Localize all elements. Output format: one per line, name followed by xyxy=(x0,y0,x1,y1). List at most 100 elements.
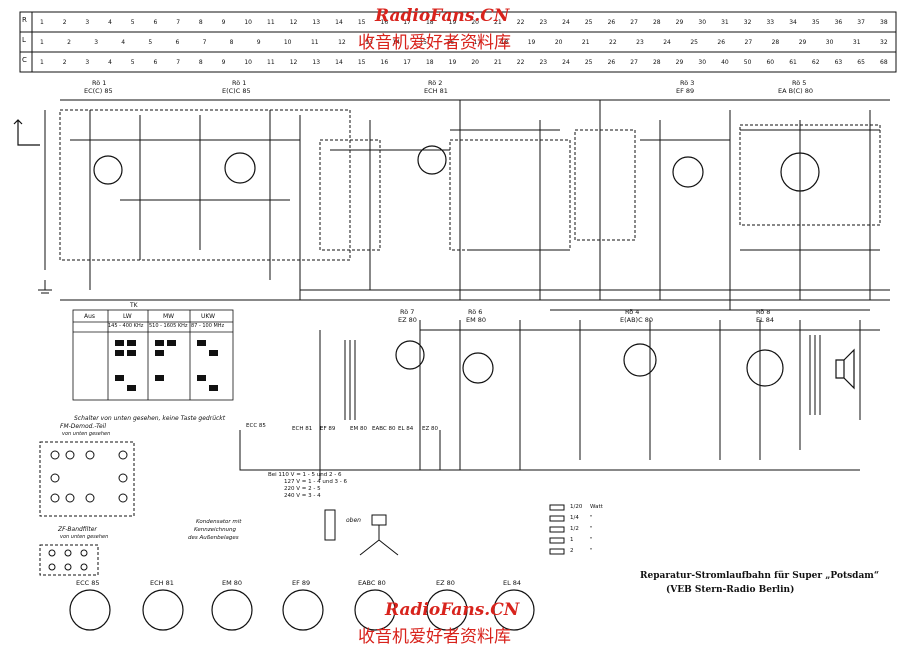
heater-tube-6: EL 84 xyxy=(398,426,414,432)
scale-r-number: 1 xyxy=(40,19,44,26)
tube-type-ro5: EA B(C) 80 xyxy=(778,87,814,95)
legend-watt-1: 1/20 xyxy=(570,504,583,510)
schematic-wiring xyxy=(44,99,890,480)
tube-ro5 xyxy=(780,152,820,192)
scale-r-number: 35 xyxy=(811,19,820,26)
tube-type-ro7: EZ 80 xyxy=(398,316,417,324)
switch-table-grid xyxy=(72,309,234,401)
switch-col-ukw: UKW xyxy=(201,313,216,320)
tube-ro3 xyxy=(672,156,704,188)
scale-l-number: 1 xyxy=(40,39,44,46)
component-scale-strip xyxy=(19,11,897,73)
scale-c-number: 20 xyxy=(471,59,479,66)
scale-c-number: 6 xyxy=(153,59,158,66)
tube-label-ro1b: Rö 1 xyxy=(232,79,247,87)
legend-watt-3: 1/2 xyxy=(570,526,579,532)
scale-c-number: 13 xyxy=(312,59,321,66)
scale-l-number: 13 xyxy=(365,39,373,46)
scale-c-number: 1 xyxy=(40,59,44,66)
socket-label-4: EF 89 xyxy=(292,579,311,587)
scale-r-number: 32 xyxy=(743,19,752,26)
legend-label-4: " xyxy=(590,537,593,543)
scale-r-number: 36 xyxy=(834,19,843,26)
scale-l-number: 9 xyxy=(256,39,261,46)
switch-col-mw: MW xyxy=(163,313,175,320)
legend-watt-5: 2 xyxy=(570,548,574,554)
scale-c-number: 60 xyxy=(766,59,775,66)
tube-label-ro7: Rö 7 xyxy=(400,308,415,316)
scale-c-number: 30 xyxy=(698,59,707,66)
legend-watt-2: 1/4 xyxy=(570,515,579,521)
tube-label-ro8: Rö 8 xyxy=(756,308,771,316)
scale-c-number: 21 xyxy=(494,59,502,66)
switch-range-mw: 510 - 1605 KHz xyxy=(149,323,188,329)
scale-r-number: 5 xyxy=(130,19,135,26)
scale-r-number: 14 xyxy=(335,19,343,26)
scale-l-number: 15 xyxy=(419,39,427,46)
heater-tube-3: EF 89 xyxy=(320,426,336,432)
heater-line-4: 240 V = 3 - 4 xyxy=(284,493,321,499)
scale-c-number: 15 xyxy=(357,59,366,66)
scale-l-number: 29 xyxy=(798,39,807,46)
scale-r-number: 25 xyxy=(584,19,593,26)
watermark-slogan-bottom: 收音机爱好者资料库 xyxy=(358,627,511,647)
scale-c-number: 17 xyxy=(403,59,411,66)
scale-frame xyxy=(19,11,897,73)
scale-l-number: 12 xyxy=(338,39,346,46)
switch-col-lw: LW xyxy=(123,313,132,320)
socket-label-1: ECC 85 xyxy=(76,579,100,587)
scale-l-number: 7 xyxy=(202,39,207,46)
tube-ro4 xyxy=(623,343,657,377)
scale-row-l: L xyxy=(22,36,26,44)
scale-c-number: 22 xyxy=(516,59,525,66)
scale-l-number: 21 xyxy=(581,39,590,46)
scale-c-number: 68 xyxy=(880,59,888,66)
scale-r-number: 17 xyxy=(403,19,411,26)
watermark-slogan-top: 收音机爱好者资料库 xyxy=(358,33,511,53)
scale-l-number: 2 xyxy=(67,39,71,46)
scale-c-number: 40 xyxy=(721,59,729,66)
scale-r-number: 37 xyxy=(857,19,865,26)
scale-row-c: C xyxy=(22,56,27,64)
switch-table-caption: Schalter von unten gesehen, keine Taste … xyxy=(74,415,226,422)
scale-l-number: 30 xyxy=(825,39,834,46)
scale-c-number: 10 xyxy=(244,59,252,66)
scale-r-number: 24 xyxy=(562,19,570,26)
heater-line-3: 220 V = 2 - 5 xyxy=(284,486,321,492)
watermark-site-bottom: RadioFans.CN xyxy=(385,600,520,620)
scale-c-number: 50 xyxy=(743,59,752,66)
scale-r-number: 2 xyxy=(62,19,67,26)
scale-r-number: 12 xyxy=(289,19,298,26)
scale-r-number: 15 xyxy=(357,19,366,26)
scale-r-number: 4 xyxy=(108,19,112,26)
tube-ro1b xyxy=(224,152,256,184)
scale-c-number: 4 xyxy=(108,59,112,66)
scale-l-number: 32 xyxy=(880,39,888,46)
scale-c-number: 25 xyxy=(584,59,593,66)
scale-l-number: 3 xyxy=(94,39,99,46)
socket-label-3: EM 80 xyxy=(222,579,243,587)
scale-c-number: 7 xyxy=(176,59,181,66)
tube-ro6 xyxy=(462,352,494,384)
scale-r-number: 20 xyxy=(471,19,479,26)
scale-c-number: 2 xyxy=(62,59,67,66)
scale-c-number: 16 xyxy=(380,59,389,66)
scale-c-number: 9 xyxy=(221,59,226,66)
scale-r-number: 28 xyxy=(652,19,661,26)
fm-demod-diagram xyxy=(39,441,135,517)
tube-type-ro1: EC(C) 85 xyxy=(84,87,113,95)
scale-l-number: 26 xyxy=(717,39,726,46)
tube-label-ro1: Rö 1 xyxy=(92,79,107,87)
diagram-maker: (VEB Stern-Radio Berlin) xyxy=(666,585,795,595)
scale-l-number: 22 xyxy=(609,39,617,46)
scale-c-number: 62 xyxy=(811,59,820,66)
legend-watt-4: 1 xyxy=(570,537,574,543)
fm-demod-sub: von unten gesehen xyxy=(62,431,111,437)
scale-c-number: 65 xyxy=(857,59,865,66)
scale-l-number: 16 xyxy=(446,39,455,46)
scale-r-number: 31 xyxy=(721,19,729,26)
legend-label-2: " xyxy=(590,515,593,521)
scale-r-number: 26 xyxy=(607,19,616,26)
tube-ro8 xyxy=(746,349,784,387)
scale-l-number: 8 xyxy=(229,39,234,46)
